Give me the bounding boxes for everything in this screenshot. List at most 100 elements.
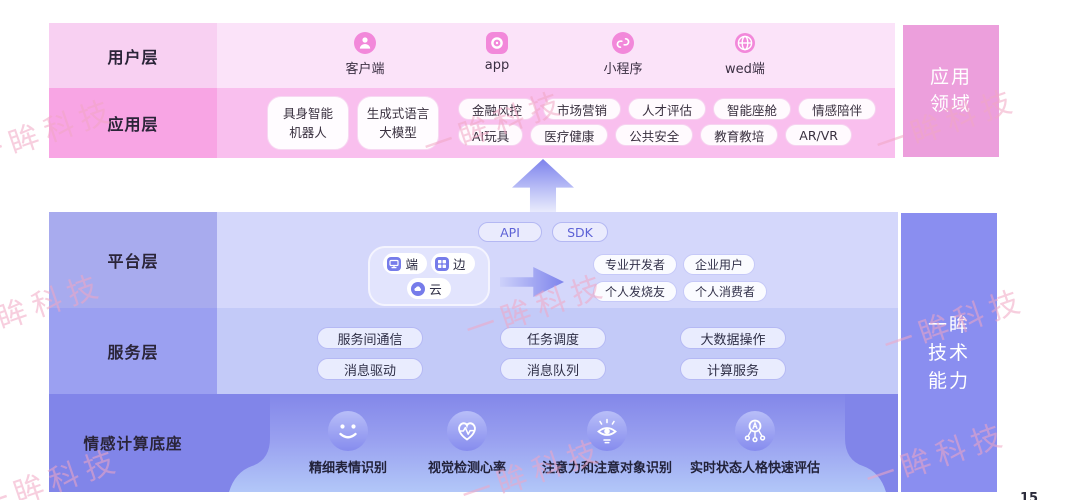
- eye-attention-icon: [587, 411, 627, 451]
- audience-pills: 专业开发者 企业用户 个人发烧友 个人消费者: [593, 254, 768, 302]
- service-pill: 消息队列: [500, 358, 606, 380]
- panel-line: 技术: [927, 341, 970, 364]
- service-layer-content: 服务间通信 消息驱动 任务调度 消息队列 大数据操作 计算服务: [217, 308, 898, 394]
- service-pill: 服务间通信: [317, 327, 423, 349]
- edge-row: 端 边: [383, 253, 475, 274]
- panel-line: 应用: [929, 66, 972, 88]
- corner-swoosh-left: [217, 394, 270, 492]
- app-tag: 情感陪伴: [798, 98, 877, 120]
- edge-pill-device: 端: [383, 253, 427, 274]
- panel-line: 领域: [929, 93, 972, 115]
- app-tag: AI玩具: [458, 124, 524, 146]
- user-item-label: wed端: [725, 62, 765, 77]
- big-tag-line: 机器人: [289, 125, 327, 140]
- edge-pill-label: 云: [429, 282, 442, 297]
- user-item-web: wed端: [700, 32, 790, 77]
- app-layer-row: 应用层 具身智能 机器人 生成式语言 大模型 金融风控 市场营销 人才评估 智能…: [49, 88, 895, 158]
- feature-label: 实时状态人格快速评估: [689, 461, 820, 476]
- edge-row: 云: [407, 278, 451, 299]
- edge-cloud-group: 端 边: [368, 246, 490, 306]
- app-tag: 医疗健康: [530, 124, 609, 146]
- edge-pill-label: 端: [405, 257, 418, 272]
- big-tag-robot: 具身智能 机器人: [267, 96, 349, 150]
- sdk-pill: SDK: [552, 222, 608, 242]
- tag-row: AI玩具 医疗健康 公共安全 教育教培 AR/VR: [458, 124, 876, 146]
- personality-network-icon: [735, 411, 775, 451]
- service-group: 大数据操作 计算服务: [680, 327, 786, 380]
- panel-line: 能力: [927, 369, 970, 392]
- tech-capability-panel: 一眸 技术 能力: [901, 213, 997, 492]
- user-layer-content: 客户端 app 小程序: [217, 23, 895, 88]
- service-pill: 大数据操作: [680, 327, 786, 349]
- big-tag-line: 具身智能: [282, 105, 333, 121]
- application-tags: 金融风控 市场营销 人才评估 智能座舱 情感陪伴 AI玩具 医疗健康 公共安全 …: [458, 98, 877, 146]
- cloud-icon: [411, 281, 426, 296]
- feature-label: 注意力和注意对象识别: [541, 461, 672, 476]
- service-pill: 计算服务: [680, 358, 786, 380]
- user-item-label: 小程序: [603, 62, 643, 77]
- audience-pill: 企业用户: [683, 254, 756, 275]
- application-domain-panel: 应用 领域: [903, 25, 999, 157]
- globe-icon: [735, 33, 755, 53]
- user-item-miniprogram: 小程序: [578, 32, 668, 77]
- feature-label: 视觉检测心率: [427, 461, 506, 476]
- big-tag-line: 大模型: [379, 125, 417, 140]
- service-pill: 任务调度: [500, 327, 606, 349]
- edge-pill-edge: 边: [431, 253, 475, 274]
- user-item-label: 客户端: [345, 62, 385, 77]
- heart-rate-icon: [447, 411, 487, 451]
- feature-heart-rate: 视觉检测心率: [382, 411, 552, 476]
- service-group: 任务调度 消息队列: [500, 327, 606, 380]
- big-tag-line: 生成式语言: [366, 105, 430, 121]
- app-tag: 教育教培: [700, 124, 779, 146]
- platform-layer-content: API SDK 端: [217, 212, 898, 308]
- layer-label-base: 情感计算底座: [49, 394, 217, 492]
- audience-pill: 个人发烧友: [593, 281, 678, 302]
- page-number: 15: [1020, 491, 1039, 500]
- audience-pill: 专业开发者: [593, 254, 678, 275]
- app-tag: 公共安全: [615, 124, 694, 146]
- device-icon: [387, 256, 402, 271]
- audience-row: 个人发烧友 个人消费者: [593, 281, 768, 302]
- app-tag: 人才评估: [628, 98, 707, 120]
- api-pill: API: [478, 222, 542, 242]
- app-tag: AR/VR: [785, 124, 852, 146]
- audience-row: 专业开发者 企业用户: [593, 254, 767, 275]
- layer-label-platform: 平台层: [49, 212, 217, 308]
- user-item-app: app: [452, 32, 542, 73]
- user-layer-row: 用户层 客户端 app: [49, 23, 895, 88]
- base-gradient-panel: [217, 394, 898, 492]
- app-tag: 智能座舱: [713, 98, 792, 120]
- miniprogram-icon: [612, 32, 634, 54]
- service-layer-row: 服务层 服务间通信 消息驱动 任务调度 消息队列 大数据操作 计算服务: [49, 308, 898, 394]
- user-item-client: 客户端: [320, 32, 410, 77]
- up-arrow: [512, 159, 574, 212]
- feature-expression: 精细表情识别: [263, 411, 433, 476]
- layer-label-user: 用户层: [49, 23, 217, 88]
- service-pill: 消息驱动: [317, 358, 423, 380]
- feature-label: 精细表情识别: [308, 461, 387, 476]
- base-layer-content: 精细表情识别 视觉检测心率: [217, 394, 898, 492]
- app-tag: 金融风控: [458, 98, 537, 120]
- app-layer-content: 具身智能 机器人 生成式语言 大模型 金融风控 市场营销 人才评估 智能座舱 情…: [217, 88, 895, 158]
- corner-swoosh-right: [845, 394, 898, 492]
- right-arrow: [500, 267, 564, 297]
- feature-personality: 实时状态人格快速评估: [670, 411, 840, 476]
- layer-label-service: 服务层: [49, 308, 217, 394]
- technology-section: 平台层 API SDK 端: [49, 212, 898, 492]
- service-group: 服务间通信 消息驱动: [317, 327, 423, 380]
- edge-icon: [435, 256, 449, 271]
- big-tag-llm: 生成式语言 大模型: [357, 96, 439, 150]
- platform-layer-row: 平台层 API SDK 端: [49, 212, 898, 308]
- app-tag: 市场营销: [543, 98, 622, 120]
- user-item-label: app: [484, 58, 510, 73]
- feature-attention: 注意力和注意对象识别: [522, 411, 692, 476]
- layer-label-app: 应用层: [49, 88, 217, 158]
- person-icon: [354, 32, 376, 54]
- smiley-icon: [328, 411, 368, 451]
- audience-pill: 个人消费者: [683, 281, 768, 302]
- panel-line: 一眸: [927, 313, 970, 336]
- application-section: 用户层 客户端 app: [49, 23, 895, 158]
- app-icon: [486, 32, 508, 54]
